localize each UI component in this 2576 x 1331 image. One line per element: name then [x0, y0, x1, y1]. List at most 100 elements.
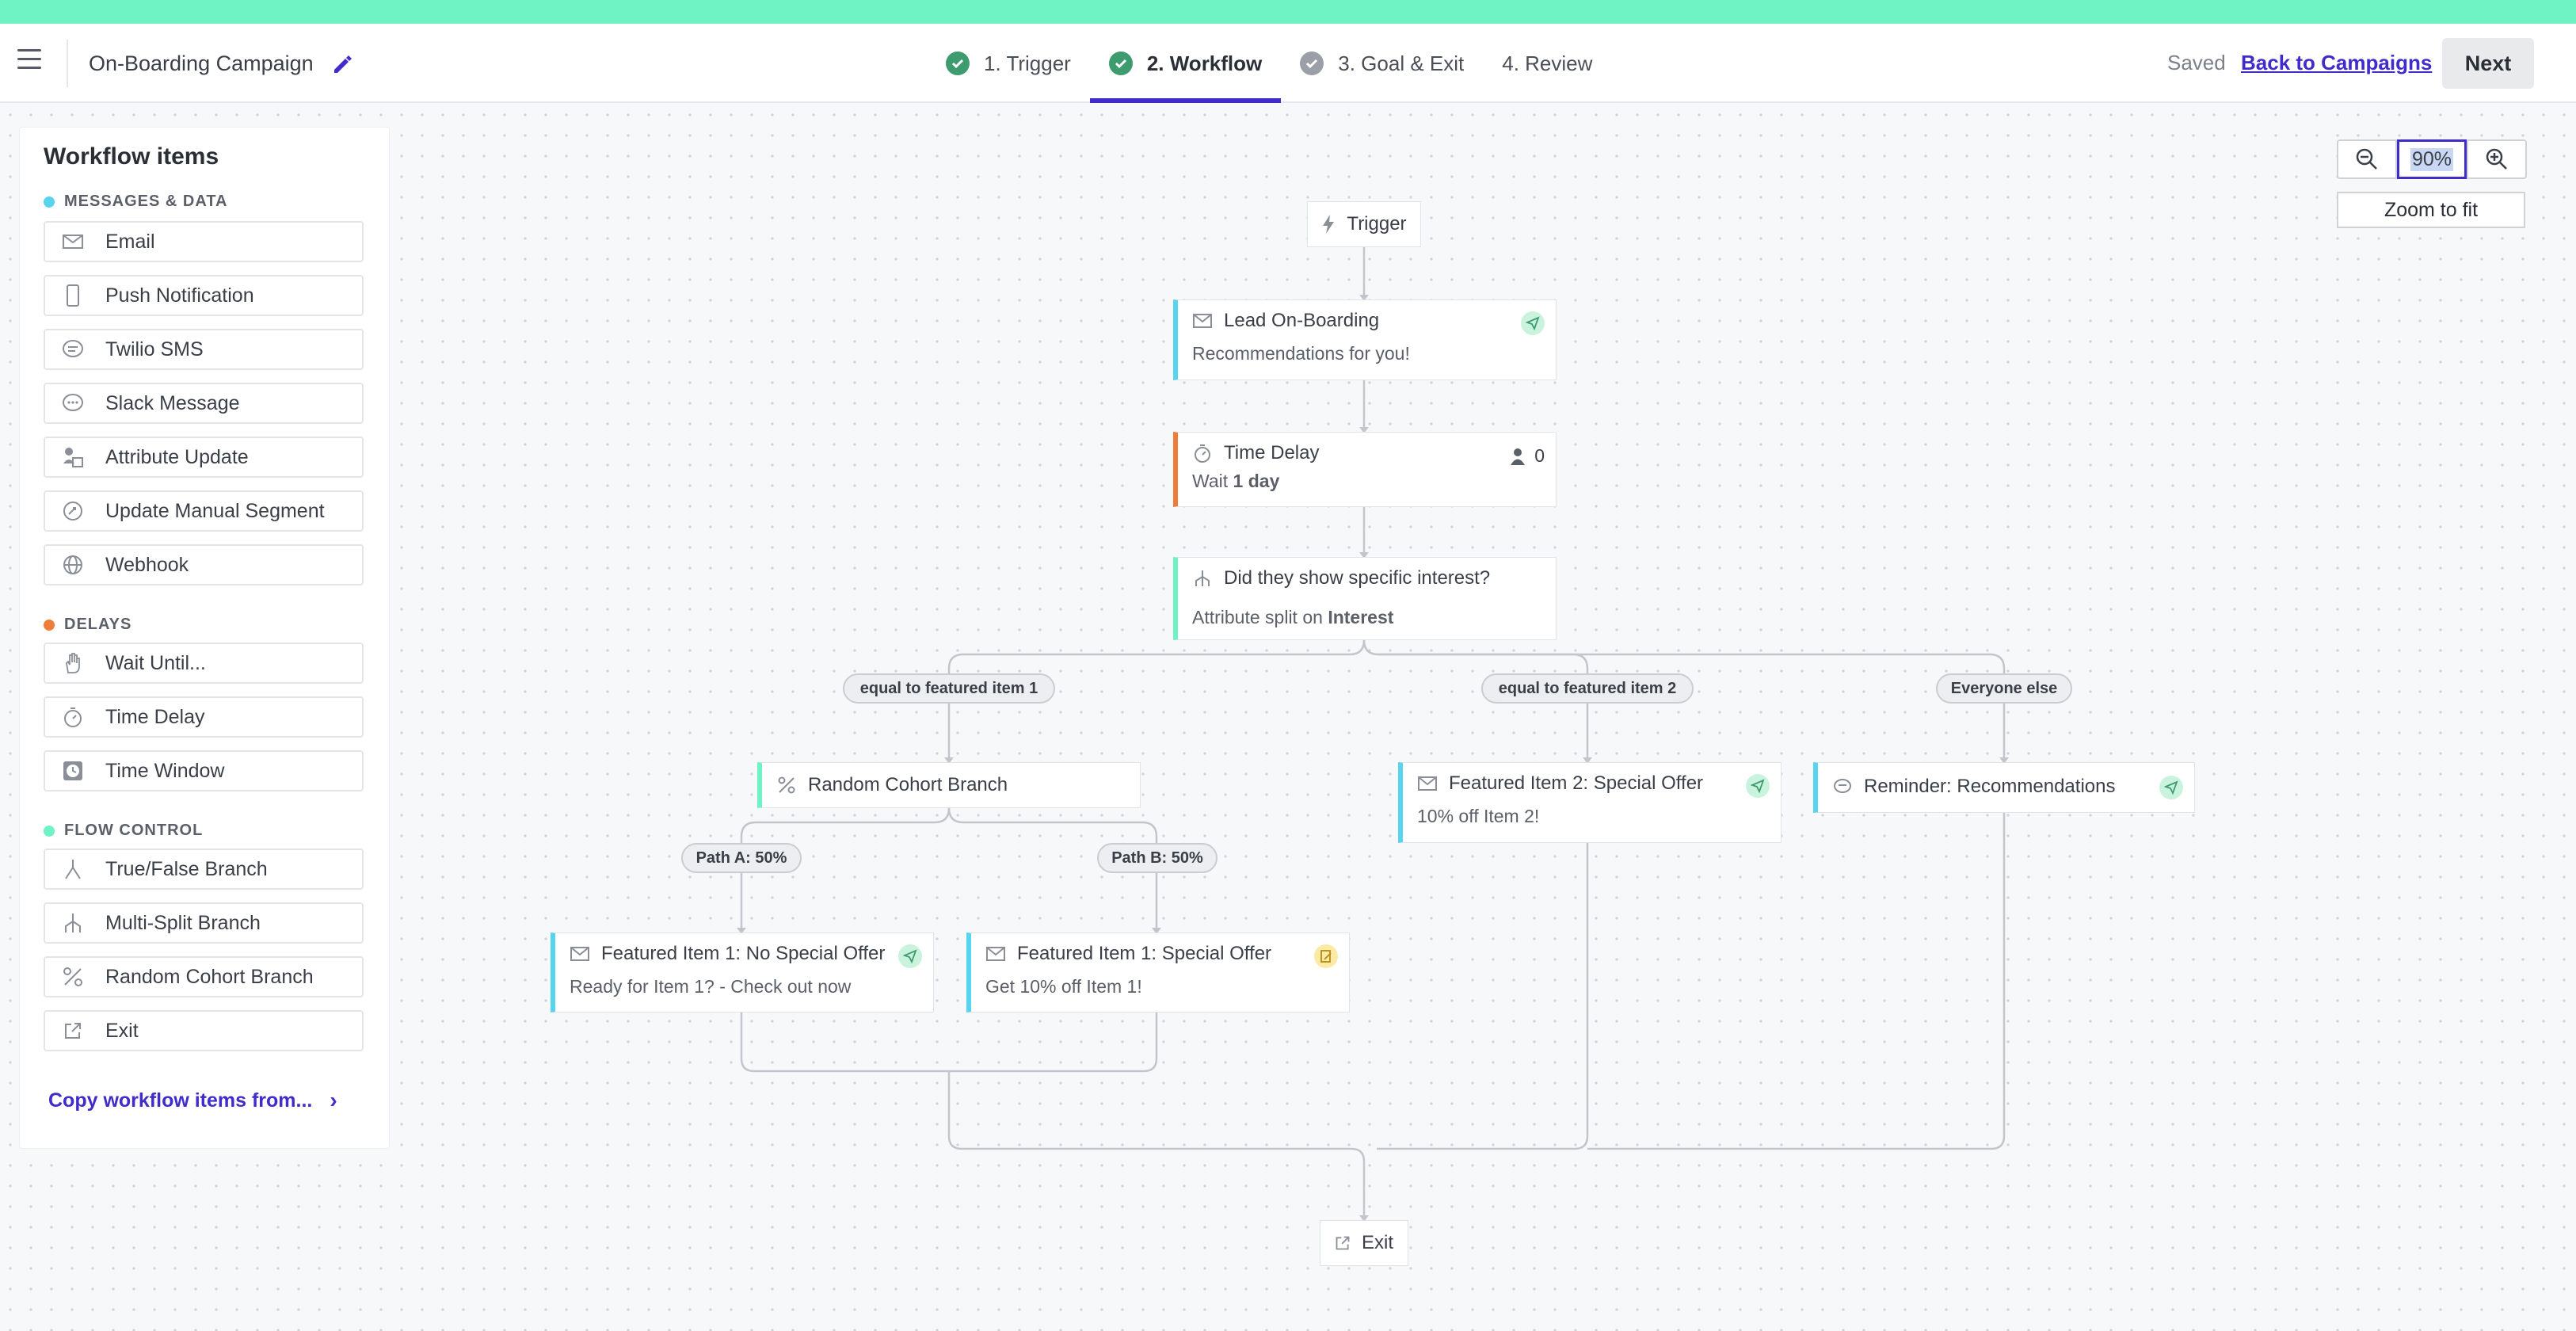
- branch-label-everyone-else: Everyone else: [1936, 673, 2072, 704]
- back-to-campaigns-link[interactable]: Back to Campaigns: [2241, 51, 2433, 74]
- email-node-item1-no-offer[interactable]: Featured Item 1: No Special Offer Ready …: [551, 932, 934, 1013]
- item-exit[interactable]: Exit: [44, 1010, 364, 1051]
- check-circle-icon: [1108, 51, 1133, 75]
- envelope-icon: [1192, 311, 1213, 331]
- top-accent-strip: [0, 0, 2576, 24]
- item-webhook[interactable]: Webhook: [44, 544, 364, 585]
- section-dot: [44, 825, 55, 837]
- section-flow-control: FLOW CONTROL: [44, 822, 203, 840]
- envelope-icon: [1417, 773, 1438, 794]
- workflow-canvas[interactable]: [0, 105, 2576, 1331]
- zoom-out-button[interactable]: [2337, 139, 2397, 179]
- zoom-to-fit-button[interactable]: Zoom to fit: [2337, 192, 2525, 228]
- item-push-notification[interactable]: Push Notification: [44, 275, 364, 316]
- section-label: FLOW CONTROL: [64, 822, 204, 839]
- item-label: Exit: [105, 1019, 139, 1042]
- item-time-window[interactable]: Time Window: [44, 750, 364, 791]
- node-subtitle: Attribute split on Interest: [1192, 607, 1393, 628]
- lightning-icon: [1323, 215, 1335, 234]
- item-true-false-branch[interactable]: True/False Branch: [44, 849, 364, 890]
- branch-icon: [59, 856, 86, 883]
- item-twilio-sms[interactable]: Twilio SMS: [44, 329, 364, 370]
- node-subtitle: Wait 1 day: [1192, 471, 1279, 492]
- pencil-edit-icon[interactable]: [331, 52, 353, 74]
- item-label: Wait Until...: [105, 651, 206, 674]
- item-random-cohort-branch[interactable]: Random Cohort Branch: [44, 956, 364, 997]
- copy-label: Copy workflow items from...: [48, 1089, 313, 1112]
- section-label: DELAYS: [64, 616, 132, 633]
- time-delay-node[interactable]: Time Delay Wait 1 day 0: [1173, 432, 1557, 507]
- panel-title: Workflow items: [44, 143, 219, 170]
- globe-icon: [59, 551, 86, 578]
- top-bar: On-Boarding Campaign 1. Trigger 2. Workf…: [0, 24, 2576, 103]
- item-label: Push Notification: [105, 284, 254, 307]
- tab-label: 1. Trigger: [984, 51, 1071, 75]
- send-icon: [2159, 776, 2183, 799]
- item-label: Email: [105, 230, 155, 253]
- path-label-b: Path B: 50%: [1097, 843, 1218, 873]
- item-email[interactable]: Email: [44, 221, 364, 262]
- check-circle-icon: [946, 51, 970, 75]
- stopwatch-icon: [1192, 443, 1213, 463]
- send-icon: [898, 944, 922, 968]
- node-subtitle: 10% off Item 2!: [1417, 806, 1540, 826]
- sms-node-reminder[interactable]: Reminder: Recommendations: [1813, 762, 2195, 813]
- node-title: Reminder: Recommendations: [1864, 776, 2116, 797]
- item-label: Webhook: [105, 553, 189, 576]
- zoom-level-value: 90%: [2410, 147, 2454, 171]
- next-button[interactable]: Next: [2442, 38, 2534, 89]
- tab-review[interactable]: 4. Review: [1483, 24, 1611, 103]
- tab-label: 4. Review: [1502, 51, 1593, 75]
- tab-trigger[interactable]: 1. Trigger: [927, 24, 1090, 103]
- node-title: Featured Item 2: Special Offer: [1449, 772, 1704, 794]
- zoom-level-input[interactable]: 90%: [2397, 139, 2467, 179]
- node-title: Featured Item 1: No Special Offer: [601, 943, 886, 964]
- hamburger-menu-icon[interactable]: [17, 49, 41, 73]
- phone-icon: [59, 282, 86, 309]
- section-delays: DELAYS: [44, 616, 131, 634]
- item-time-delay[interactable]: Time Delay: [44, 696, 364, 738]
- node-title: Did they show specific interest?: [1224, 567, 1491, 589]
- item-label: True/False Branch: [105, 857, 268, 880]
- item-slack-message[interactable]: Slack Message: [44, 383, 364, 424]
- envelope-icon: [985, 944, 1006, 964]
- send-icon: [1521, 311, 1545, 335]
- section-dot: [44, 619, 55, 631]
- multi-branch-icon: [59, 910, 86, 936]
- item-multi-split-branch[interactable]: Multi-Split Branch: [44, 902, 364, 944]
- saved-status: Saved: [2167, 51, 2226, 74]
- split-prefix: Attribute split on: [1192, 607, 1328, 627]
- exit-node[interactable]: Exit: [1320, 1220, 1408, 1266]
- node-title: Random Cohort Branch: [808, 774, 1008, 795]
- tab-label: 3. Goal & Exit: [1338, 51, 1465, 75]
- branch-label-featured-item-2: equal to featured item 2: [1481, 673, 1694, 704]
- node-title: Lead On-Boarding: [1224, 310, 1380, 331]
- tab-goal-exit[interactable]: 3. Goal & Exit: [1281, 24, 1483, 103]
- zoom-in-button[interactable]: [2467, 139, 2527, 179]
- envelope-icon: [59, 228, 86, 255]
- user-attribute-icon: [59, 444, 86, 471]
- email-node-item2-offer[interactable]: Featured Item 2: Special Offer 10% off I…: [1398, 762, 1781, 843]
- item-label: Time Delay: [105, 705, 205, 728]
- zoom-out-icon: [2356, 148, 2377, 170]
- item-label: Update Manual Segment: [105, 499, 325, 522]
- item-attribute-update[interactable]: Attribute Update: [44, 437, 364, 478]
- copy-workflow-items-link[interactable]: Copy workflow items from... ›: [48, 1088, 337, 1113]
- random-cohort-node[interactable]: Random Cohort Branch: [757, 762, 1141, 808]
- item-label: Attribute Update: [105, 445, 249, 468]
- trigger-node[interactable]: Trigger: [1307, 201, 1421, 247]
- item-wait-until[interactable]: Wait Until...: [44, 643, 364, 684]
- step-tabs: 1. Trigger 2. Workflow 3. Goal & Exit 4.…: [927, 24, 1611, 103]
- segment-icon: [59, 498, 86, 524]
- node-title: Featured Item 1: Special Offer: [1017, 943, 1272, 964]
- hand-icon: [59, 650, 86, 677]
- email-node-item1-offer[interactable]: Featured Item 1: Special Offer Get 10% o…: [966, 932, 1350, 1013]
- item-label: Twilio SMS: [105, 338, 204, 360]
- trigger-label: Trigger: [1347, 213, 1407, 235]
- people-count: 0: [1509, 445, 1545, 467]
- attribute-split-node[interactable]: Did they show specific interest? Attribu…: [1173, 557, 1557, 640]
- tab-workflow[interactable]: 2. Workflow: [1089, 24, 1282, 103]
- item-update-manual-segment[interactable]: Update Manual Segment: [44, 490, 364, 532]
- email-node-lead-onboarding[interactable]: Lead On-Boarding Recommendations for you…: [1173, 299, 1557, 380]
